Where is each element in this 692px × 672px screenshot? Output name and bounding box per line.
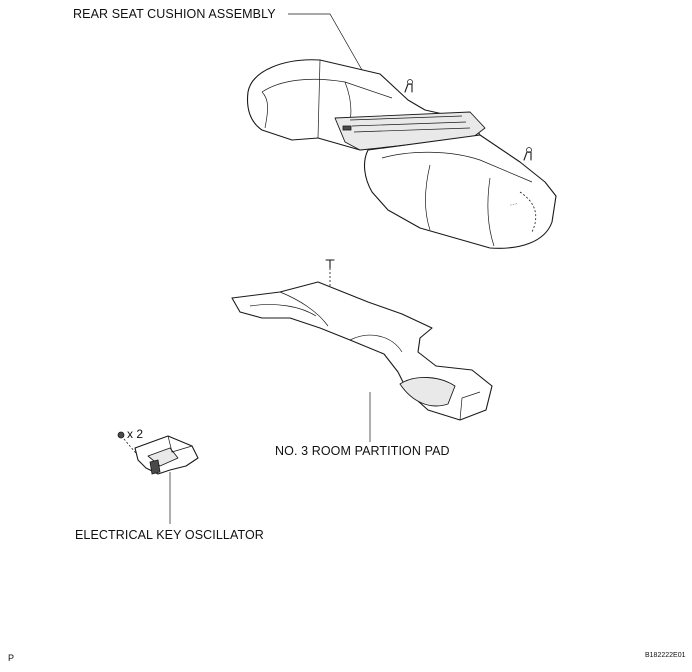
- pad-recess: [399, 377, 456, 407]
- key-oscillator-label: ELECTRICAL KEY OSCILLATOR: [75, 528, 264, 542]
- buckle-mark: [342, 125, 352, 131]
- screw-quantity-label: x 2: [127, 427, 144, 441]
- partition-pad-label: NO. 3 ROOM PARTITION PAD: [275, 444, 450, 458]
- rear-seat-cushion-label: REAR SEAT CUSHION ASSEMBLY: [73, 7, 276, 21]
- rear-seat-cushion-drawing: ⋅⋅⋅⋅⋅: [246, 13, 557, 249]
- right-cushion: [363, 134, 557, 249]
- partition-pad-drawing: [231, 259, 493, 442]
- corner-mark: P: [8, 653, 15, 663]
- left-hook: [404, 83, 413, 93]
- partition-pad: [231, 281, 493, 421]
- svg-text:⋅⋅⋅⋅⋅: ⋅⋅⋅⋅⋅: [509, 201, 518, 209]
- right-hook: [523, 151, 532, 161]
- key-oscillator-drawing: [117, 431, 199, 524]
- drawing-id: B182222E01: [645, 652, 686, 659]
- screw-icon: [117, 431, 125, 439]
